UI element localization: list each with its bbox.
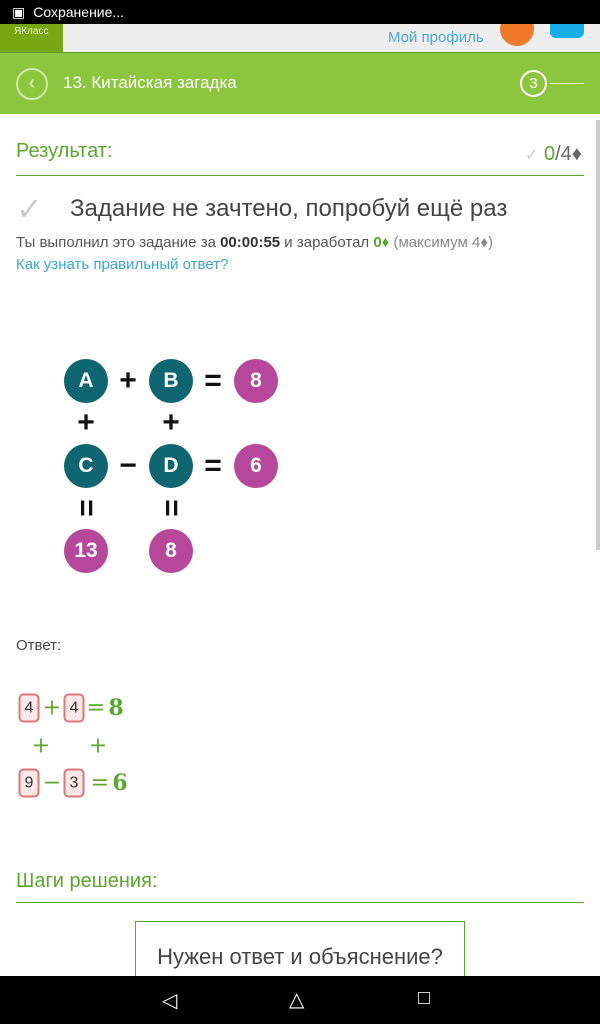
result-message: Задание не зачтено, попробуй ещё раз bbox=[70, 195, 508, 222]
equals: = bbox=[155, 499, 188, 517]
status-text: Сохранение... bbox=[33, 4, 125, 20]
circle-r2: 6 bbox=[234, 444, 278, 488]
circle-r1: 8 bbox=[234, 359, 278, 403]
answer-d[interactable]: 3 bbox=[63, 768, 85, 798]
summary-text: и заработал bbox=[280, 234, 374, 251]
equals: = bbox=[204, 449, 222, 482]
minus: − bbox=[42, 770, 62, 796]
equals: = bbox=[86, 695, 106, 721]
recent-apps-icon[interactable]: □ bbox=[418, 987, 431, 1009]
divider bbox=[16, 902, 584, 903]
earned: 0♦ bbox=[373, 234, 390, 251]
result-summary: Ты выполнил это задание за 00:00:55 и за… bbox=[16, 234, 493, 251]
summary-text: Ты выполнил это задание за bbox=[16, 234, 221, 251]
result-heading: Результат: bbox=[16, 140, 113, 162]
equals: = bbox=[90, 770, 110, 796]
circle-c: C bbox=[64, 444, 108, 488]
dotted-check-icon: ✓ bbox=[16, 191, 43, 227]
site-header: ЯКласс Мой профиль bbox=[0, 12, 600, 52]
navigation-bar: ◁ △ □ bbox=[0, 976, 600, 1024]
step-line bbox=[550, 83, 584, 84]
plus: + bbox=[88, 733, 108, 759]
answer-label: Ответ: bbox=[16, 637, 62, 654]
plus: + bbox=[119, 364, 137, 397]
step-indicator[interactable]: 3 bbox=[520, 70, 547, 97]
circle-a: A bbox=[64, 359, 108, 403]
task-title: 13. Китайская загадка bbox=[63, 73, 237, 92]
circle-c1: 13 bbox=[64, 529, 108, 573]
back-icon[interactable]: ‹ bbox=[16, 68, 48, 100]
plus: + bbox=[42, 695, 62, 721]
back-nav-icon[interactable]: ◁ bbox=[162, 990, 178, 1012]
plus: + bbox=[162, 406, 180, 439]
image-icon: ▣ bbox=[12, 3, 26, 20]
plus: + bbox=[77, 406, 95, 439]
circle-d: D bbox=[149, 444, 193, 488]
answer-a[interactable]: 4 bbox=[18, 693, 40, 723]
task-header: ‹ 13. Китайская загадка 3 bbox=[0, 52, 600, 114]
circle-c2: 8 bbox=[149, 529, 193, 573]
equals: = bbox=[204, 364, 222, 397]
minus: − bbox=[119, 449, 137, 482]
get-answer-button[interactable]: Нужен ответ и объяснение? bbox=[135, 921, 465, 981]
logo[interactable]: ЯКласс bbox=[0, 24, 63, 52]
summary-max: (максимум 4♦) bbox=[389, 234, 494, 251]
answer-b[interactable]: 4 bbox=[63, 693, 85, 723]
plus: + bbox=[31, 733, 51, 759]
profile-link[interactable]: Мой профиль bbox=[388, 29, 484, 46]
check-icon: ✓ bbox=[525, 147, 539, 164]
answer-c[interactable]: 9 bbox=[18, 768, 40, 798]
home-icon[interactable]: △ bbox=[289, 989, 305, 1011]
time: 00:00:55 bbox=[220, 234, 281, 251]
equals: = bbox=[70, 499, 103, 517]
steps-heading: Шаги решения: bbox=[16, 870, 158, 892]
result-2: 6 bbox=[112, 770, 128, 796]
score: ✓ 0/4♦ bbox=[525, 143, 582, 166]
status-bar: ▣ Сохранение... bbox=[0, 0, 600, 24]
scrollbar[interactable] bbox=[596, 120, 600, 550]
help-link[interactable]: Как узнать правильный ответ? bbox=[16, 256, 229, 273]
result-1: 8 bbox=[108, 695, 124, 721]
score-max: /4♦ bbox=[555, 143, 582, 165]
divider bbox=[16, 175, 584, 176]
score-value: 0 bbox=[543, 143, 556, 165]
circle-b: B bbox=[149, 359, 193, 403]
